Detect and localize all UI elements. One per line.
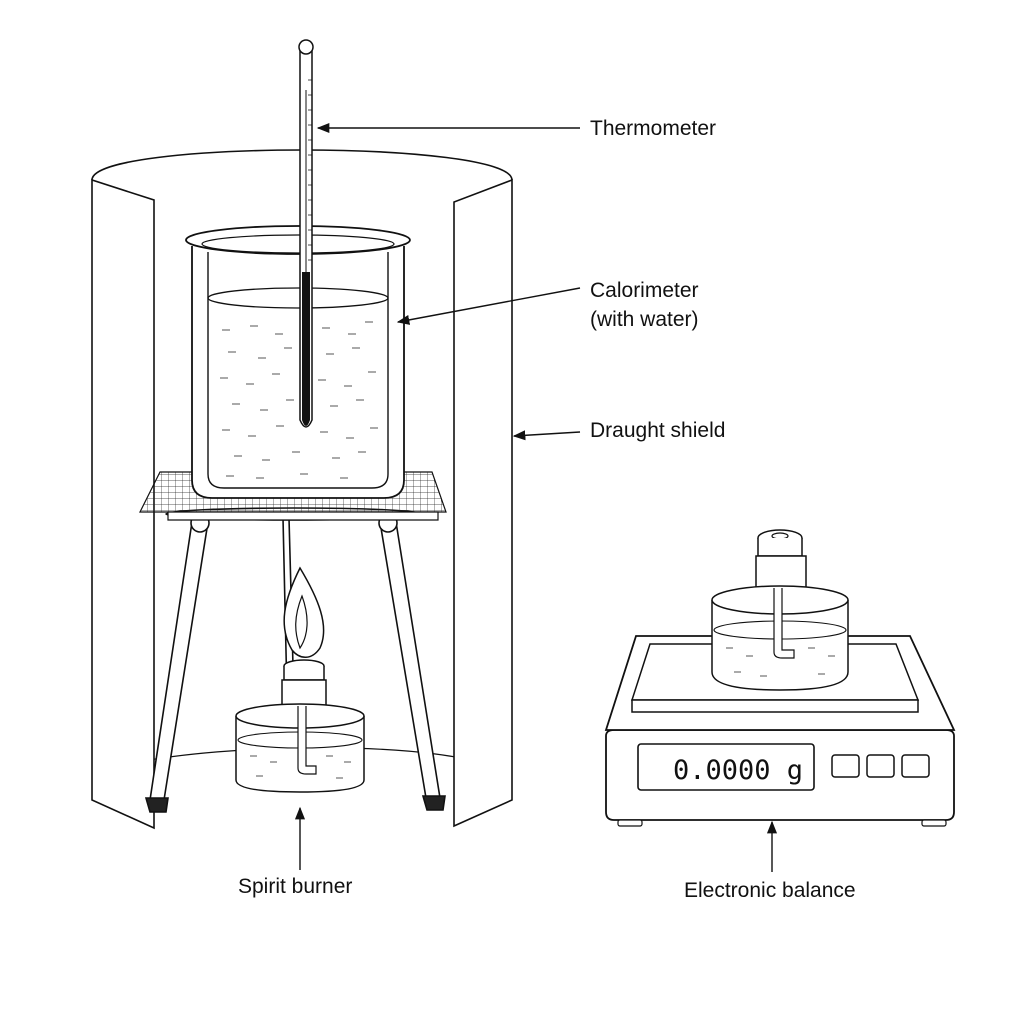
spirit-burner-label: Spirit burner (238, 875, 353, 898)
balance-button-3 (901, 754, 930, 778)
calorimeter (185, 225, 411, 499)
spirit-burner (235, 566, 365, 793)
draught-shield-label: Draught shield (590, 419, 726, 442)
balance-button-2 (866, 754, 895, 778)
label-arrows (294, 122, 778, 872)
balance-reading: 0.0000 g (673, 755, 803, 786)
thermometer-label: Thermometer (590, 117, 717, 140)
balance-button-1 (831, 754, 860, 778)
balance-display (637, 743, 815, 791)
draught-shield-arrow (512, 430, 581, 441)
spirit-burner-on-balance (711, 529, 849, 691)
electronic-balance (604, 635, 956, 827)
calorimeter-arrow (396, 287, 581, 325)
draught-shield (91, 149, 513, 830)
electronic-balance-label: Electronic balance (684, 879, 856, 902)
thermometer (298, 39, 314, 428)
calorimeter-label-line1: Calorimeter (590, 279, 699, 302)
calorimeter-label-line2: (with water) (590, 308, 699, 331)
